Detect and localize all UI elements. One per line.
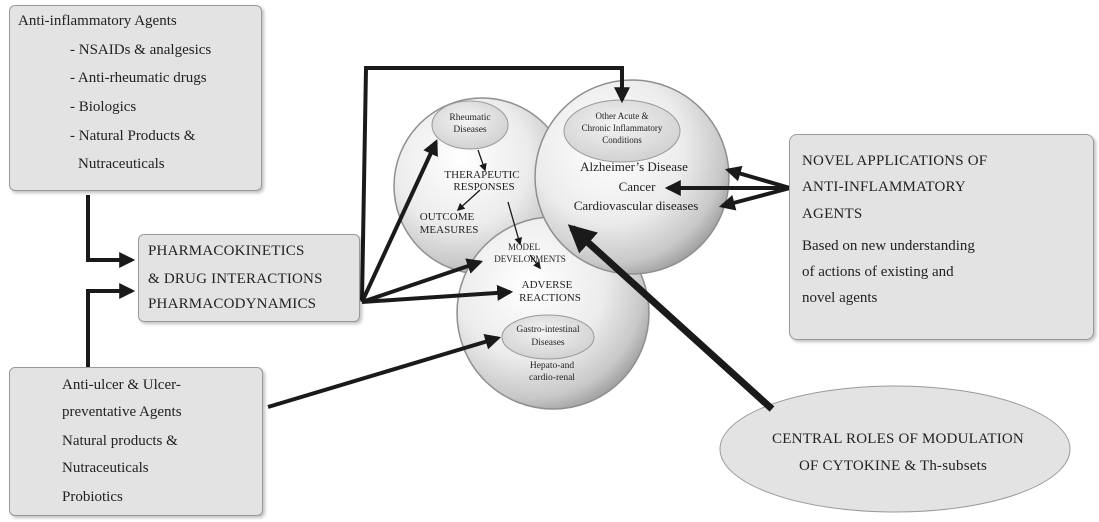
arrow-pk-to-adverse	[361, 284, 514, 304]
arrow-central-roles	[567, 224, 775, 412]
anti-inflammatory-item: - NSAIDs & analgesics	[70, 42, 212, 58]
arrow-outcome-to-model	[507, 201, 523, 246]
cardio-label: Cardiovascular diseases	[573, 198, 699, 213]
other-conditions-label-3: Conditions	[602, 135, 642, 145]
anti-inflammatory-item: - Natural Products &	[70, 128, 196, 144]
arrow-pk-to-model	[361, 258, 484, 304]
novel-line-3: AGENTS	[802, 206, 863, 222]
anti-ulcer-item: Probiotics	[62, 489, 123, 505]
anti-inflammatory-item: Nutraceuticals	[78, 156, 165, 172]
pharmacokinetics-box	[138, 234, 360, 322]
model-label-1: MODEL	[508, 242, 540, 252]
arrow-novel-to-alzheimers	[724, 165, 791, 190]
novel-line-4: Based on new understanding	[802, 238, 975, 254]
novel-line-6: novel agents	[802, 290, 878, 306]
rheumatic-label-1: Rheumatic	[449, 113, 491, 123]
novel-line-2: ANTI-INFLAMMATORY	[802, 179, 966, 195]
hepato-label-2: cardio-renal	[529, 373, 575, 383]
novel-applications-box	[789, 134, 1094, 340]
other-conditions-label-1: Other Acute &	[595, 111, 649, 121]
arrow-rheumatic-to-therapeutic	[477, 149, 487, 172]
adverse-label-1: ADVERSE	[521, 279, 573, 291]
outcome-label-1: OUTCOME	[419, 211, 475, 223]
arrow-antiinflammatory-to-pk	[86, 195, 136, 268]
arrow-pk-to-rheumatic	[360, 139, 438, 303]
anti-ulcer-item: preventative Agents	[62, 404, 182, 420]
arrow-antiulcer-to-gastro	[267, 334, 502, 409]
hepato-label-1: Hepato-and	[529, 361, 575, 371]
arrow-antiulcer-to-pk	[86, 283, 136, 368]
gastro-label-2: Diseases	[531, 338, 565, 348]
anti-inflammatory-box	[9, 5, 262, 191]
cancer-label: Cancer	[618, 179, 656, 194]
pk-line-3: PHARMACODYNAMICS	[148, 296, 317, 312]
gastro-ellipse	[501, 314, 595, 360]
arrow-novel-to-cardio	[718, 186, 791, 211]
anti-inflammatory-item: - Anti-rheumatic drugs	[70, 70, 207, 86]
outcome-label-2: MEASURES	[419, 224, 479, 236]
arrow-model-to-adverse	[529, 254, 541, 270]
therapeutic-label-1: THERAPEUTIC	[444, 169, 520, 181]
anti-ulcer-item: Natural products &	[62, 433, 178, 449]
gastro-label-1: Gastro-intestinal	[516, 325, 580, 335]
anti-ulcer-item: Anti-ulcer & Ulcer-	[62, 377, 181, 393]
central-roles-line-2: OF CYTOKINE & Th-subsets	[798, 458, 988, 474]
anti-inflammatory-title: Anti-inflammatory Agents	[18, 13, 177, 29]
other-conditions-label-2: Chronic Inflammatory	[581, 123, 663, 133]
novel-line-5: of actions of existing and	[802, 264, 954, 280]
arrow-pk-to-other-conditions	[360, 66, 630, 301]
anti-inflammatory-item: - Biologics	[70, 99, 137, 115]
therapeutic-label-2: RESPONSES	[453, 181, 515, 193]
model-label-2: DEVELOPMENTS	[494, 254, 566, 264]
pk-line-2: & DRUG INTERACTIONS	[148, 271, 323, 287]
novel-line-1: NOVEL APPLICATIONS OF	[802, 153, 988, 169]
central-ellipse-shape	[719, 385, 1071, 513]
anti-ulcer-item: Nutraceuticals	[62, 460, 149, 476]
pk-line-1: PHARMACOKINETICS	[148, 243, 305, 259]
rheumatic-label-2: Diseases	[453, 125, 487, 135]
adverse-label-2: REACTIONS	[519, 292, 581, 304]
arrow-therapeutic-to-outcome	[456, 189, 481, 212]
central-roles-line-1: CENTRAL ROLES OF MODULATION	[772, 431, 1024, 447]
alzheimers-label: Alzheimer’s Disease	[580, 159, 688, 174]
rheumatic-ellipse	[431, 100, 509, 150]
anti-ulcer-box	[9, 367, 263, 516]
